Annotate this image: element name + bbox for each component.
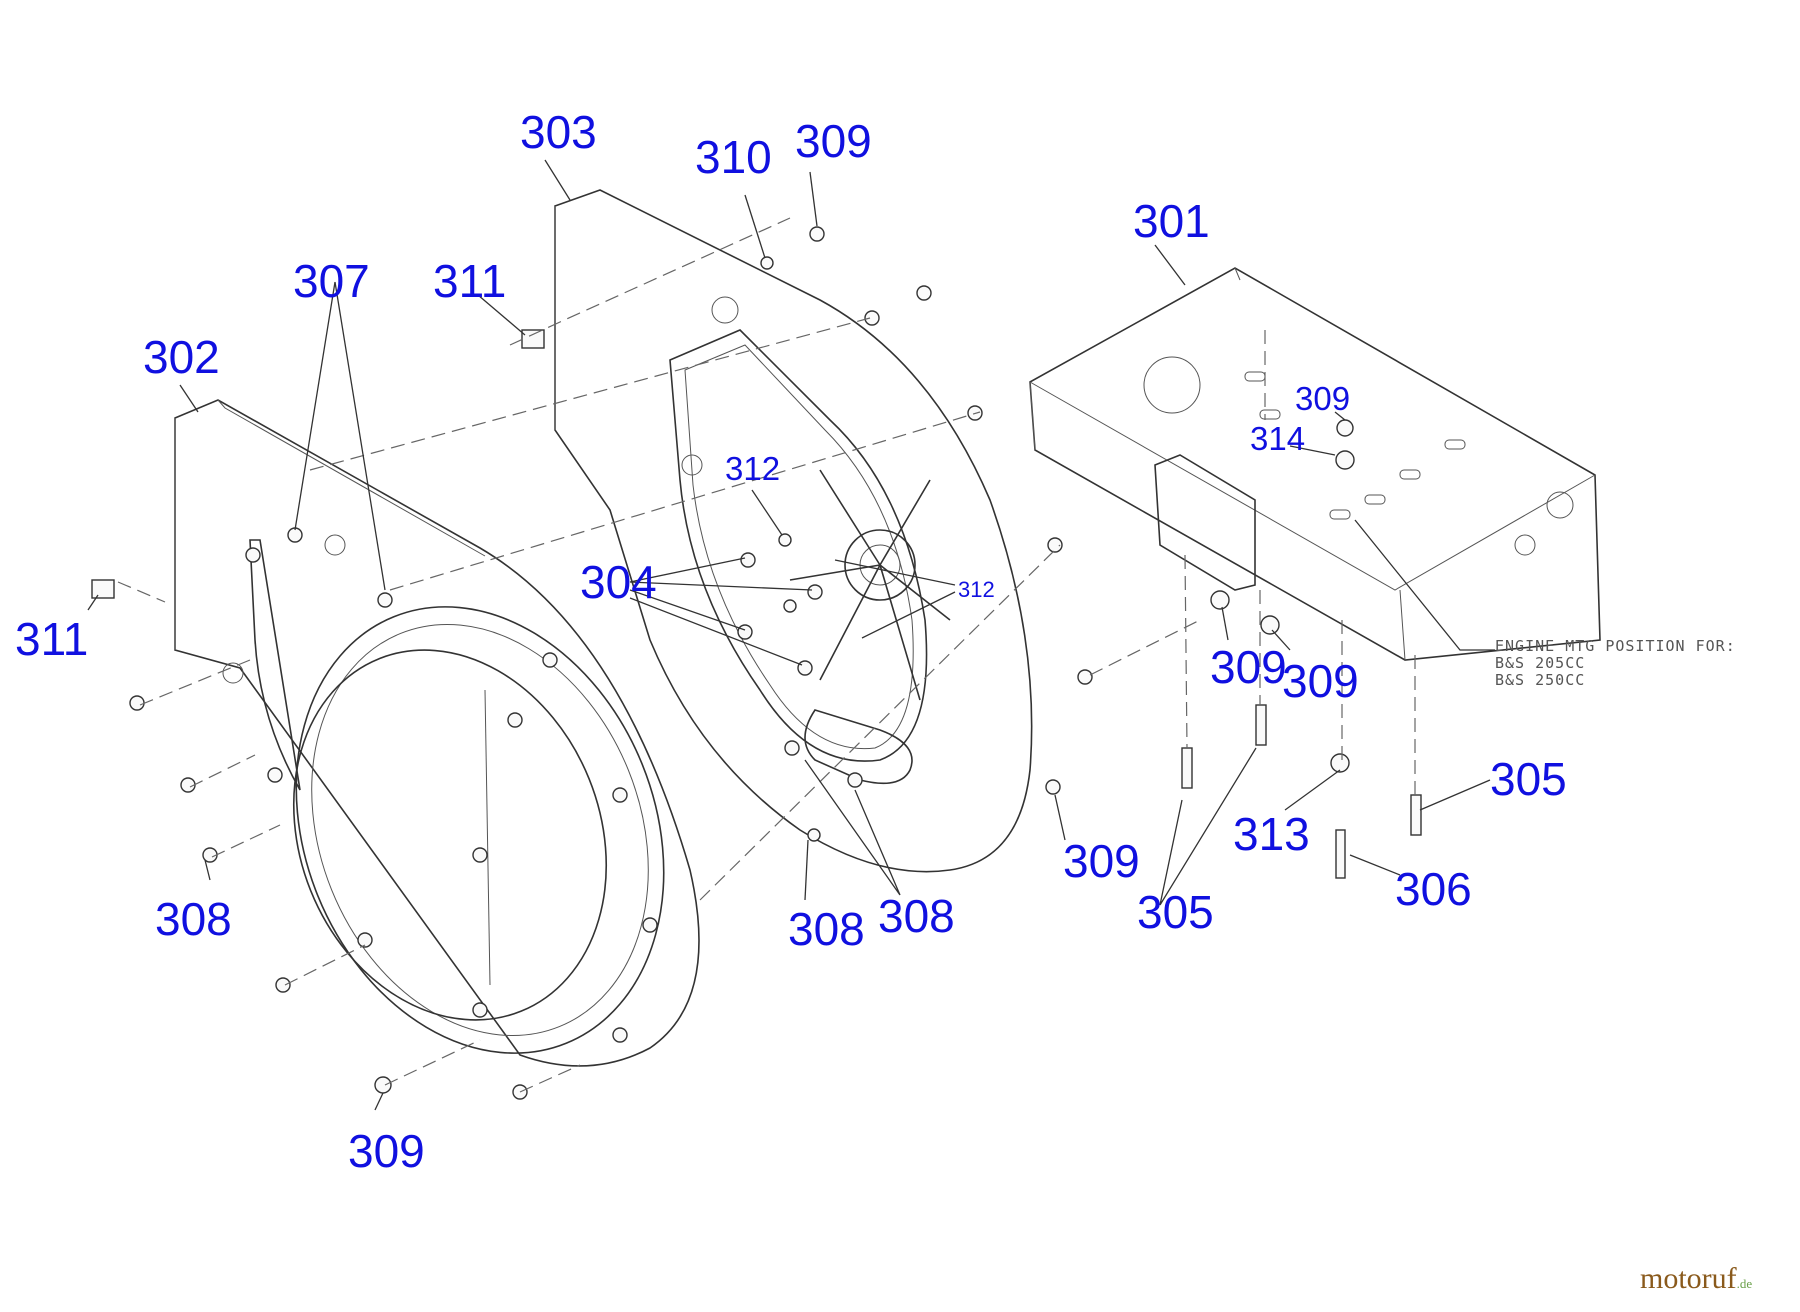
- leader-lines: [87, 159, 1495, 1111]
- callout-309: 309: [1282, 655, 1359, 707]
- rear-housing-bolts: [737, 533, 863, 788]
- callout-310: 310: [695, 131, 772, 183]
- mount-washers: [1210, 419, 1355, 635]
- callout-305: 305: [1490, 753, 1567, 805]
- callout-313: 313: [1233, 808, 1310, 860]
- housing-cover-302: [174, 399, 700, 1067]
- callout-308: 308: [155, 893, 232, 945]
- housing-rear-303: [554, 189, 1033, 873]
- callout-309: 309: [1295, 380, 1350, 417]
- callout-309: 309: [795, 115, 872, 167]
- callout-312: 312: [725, 450, 780, 487]
- callout-307: 307: [293, 255, 370, 307]
- watermark-name: motoruf: [1640, 1262, 1737, 1295]
- clip-nut-left: [91, 579, 115, 599]
- mount-slots: [1244, 371, 1466, 520]
- housing-bolts: [245, 527, 658, 1043]
- callout-311: 311: [433, 255, 506, 307]
- note-line-3: B&S 250CC: [1495, 671, 1585, 689]
- watermark-suffix: .de: [1736, 1276, 1753, 1291]
- callout-308: 308: [878, 890, 955, 942]
- callout-305: 305: [1137, 886, 1214, 938]
- callout-304: 304: [580, 556, 657, 608]
- callout-303: 303: [520, 106, 597, 158]
- loose-hardware: [91, 226, 1422, 1100]
- watermark-logo: motoruf.de: [1640, 1262, 1752, 1296]
- callout-308: 308: [788, 903, 865, 955]
- callout-312: 312: [958, 577, 995, 602]
- callout-labels: 303 310 309 301 307 311 302 309 314 312 …: [15, 106, 1567, 1177]
- engine-mount-301: [1029, 267, 1601, 661]
- callout-306: 306: [1395, 863, 1472, 915]
- callout-309: 309: [1063, 835, 1140, 887]
- engine-mount-note: ENGINE MTG POSITION FOR: B&S 205CC B&S 2…: [1495, 637, 1736, 689]
- assembly-lines: [117, 217, 1416, 1093]
- clip-nut-top: [521, 329, 545, 349]
- note-line-2: B&S 205CC: [1495, 654, 1585, 672]
- callout-314: 314: [1250, 420, 1305, 457]
- note-line-1: ENGINE MTG POSITION FOR:: [1495, 637, 1736, 655]
- callout-301: 301: [1133, 195, 1210, 247]
- callout-302: 302: [143, 331, 220, 383]
- callout-309: 309: [348, 1125, 425, 1177]
- callout-309: 309: [1210, 641, 1287, 693]
- callout-311: 311: [15, 613, 88, 665]
